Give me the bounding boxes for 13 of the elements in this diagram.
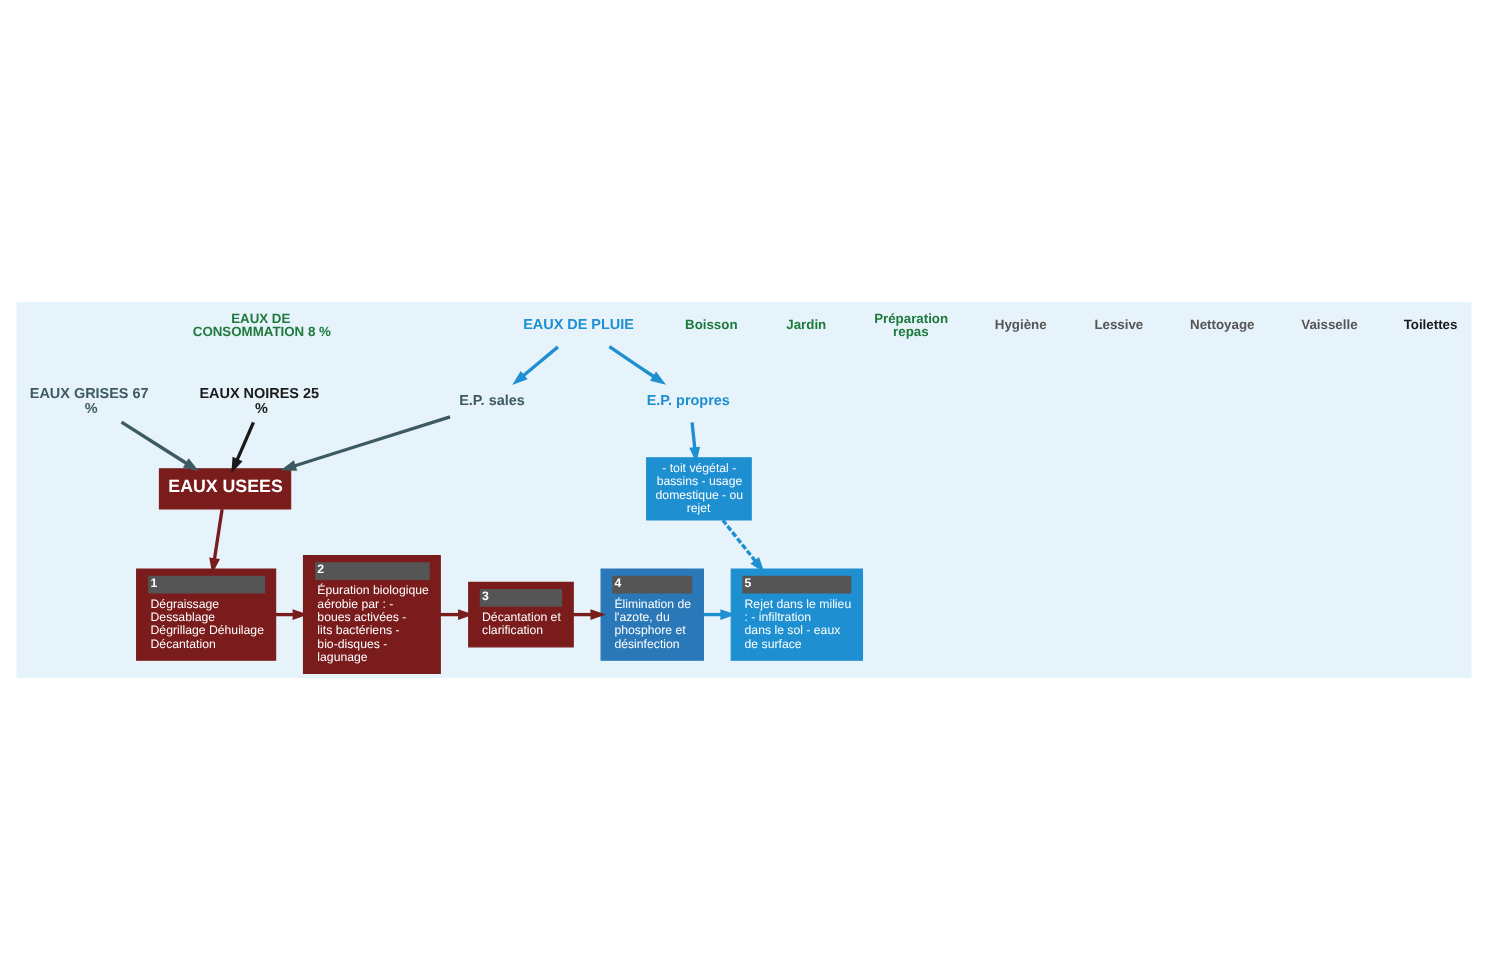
arrow: [573, 609, 607, 621]
arrow: [608, 345, 667, 385]
arrow: [703, 609, 736, 621]
arrow: [275, 609, 309, 621]
node-box: EAUX USEES: [158, 468, 292, 510]
arrow: [231, 421, 255, 474]
arrow: [120, 420, 199, 472]
arrow: [209, 509, 224, 574]
arrow: [689, 422, 701, 463]
arrow: [721, 519, 765, 573]
arrow: [512, 345, 559, 386]
arrow: [440, 609, 474, 621]
arrow: [280, 415, 451, 471]
